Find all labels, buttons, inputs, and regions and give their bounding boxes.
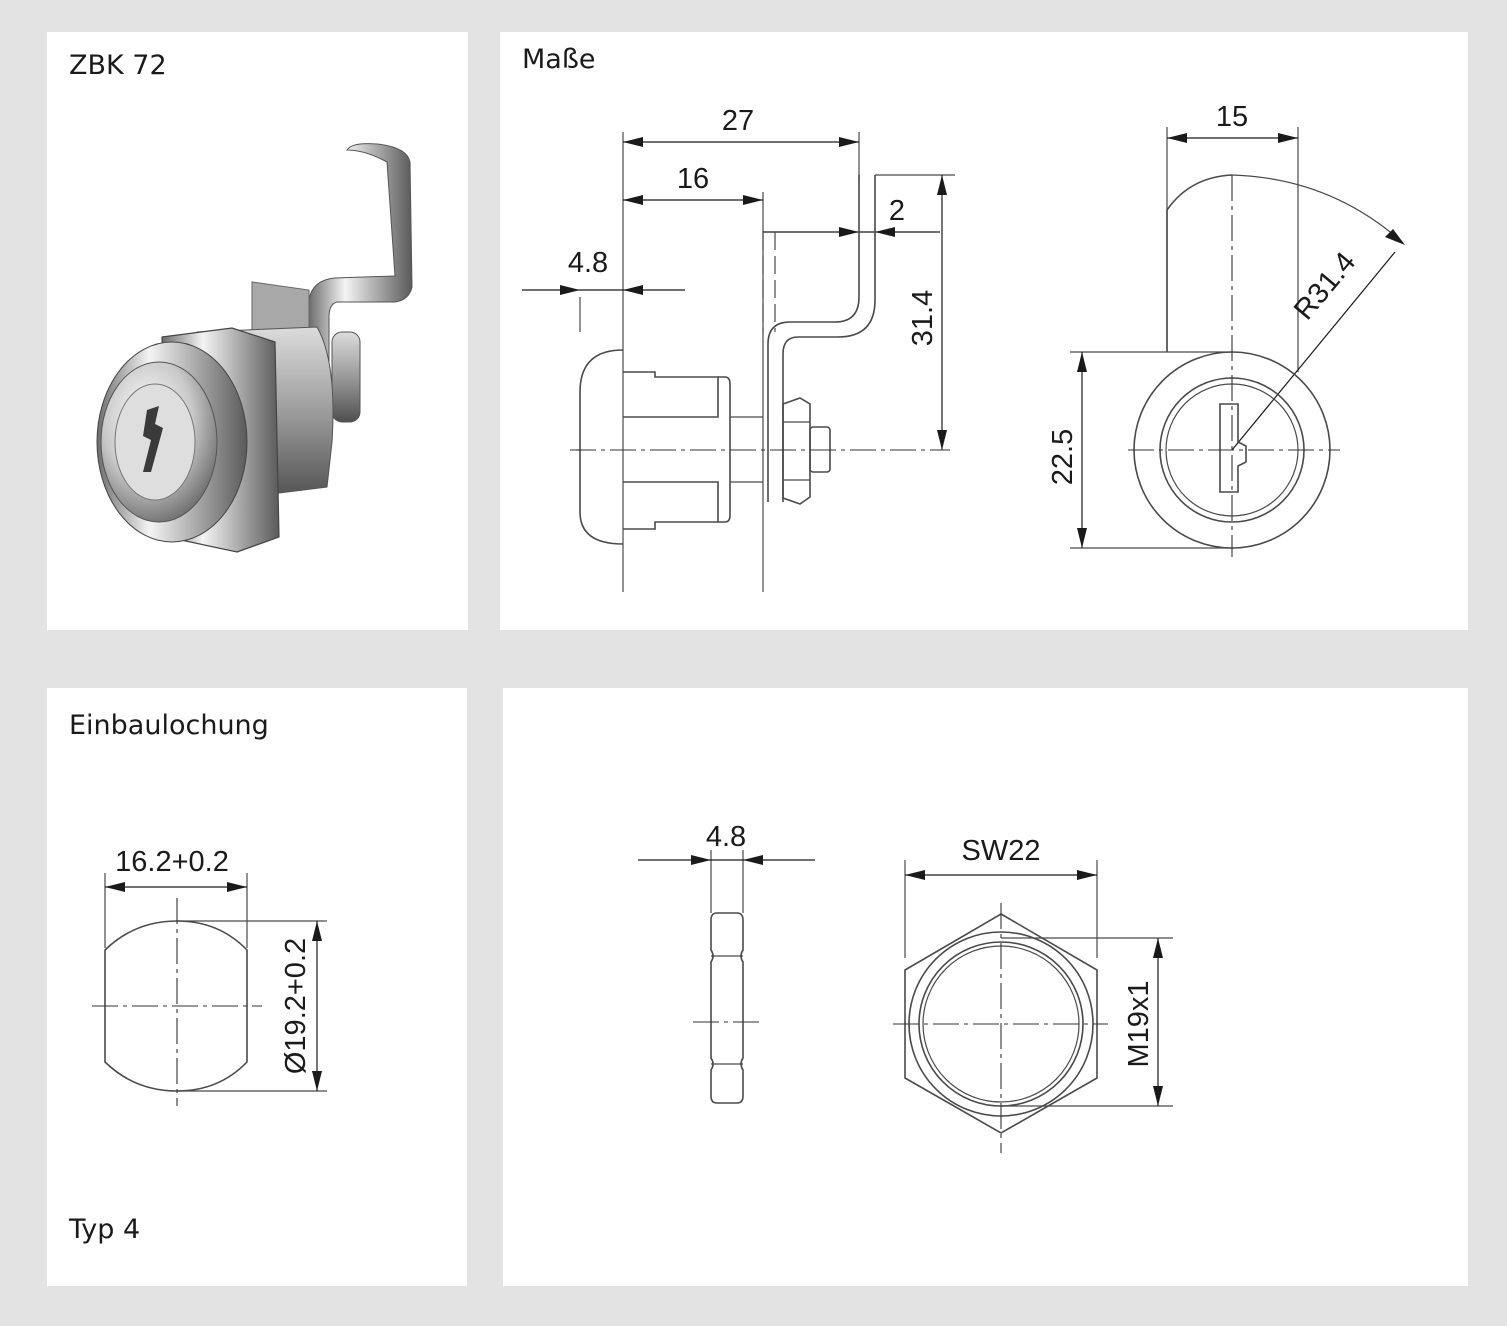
- product-title: ZBK 72: [69, 50, 167, 81]
- dim-sw22: SW22: [962, 835, 1041, 867]
- dim-2: 2: [889, 195, 905, 227]
- dim-16: 16: [677, 163, 709, 195]
- dim-r31-4: R31.4: [1288, 246, 1362, 326]
- product-panel: ZBK 72: [47, 32, 468, 630]
- cam-lock-illustration: [96, 143, 413, 553]
- dimensions-panel: Maße 27 16 2 4.8 31.4: [500, 32, 1468, 630]
- mounting-title: Einbaulochung: [69, 710, 269, 741]
- dim-diameter: Ø19.2+0.2: [280, 938, 312, 1074]
- dim-thickness: 4.8: [706, 821, 746, 853]
- mounting-hole-drawing: 16.2+0.2 Ø19.2+0.2: [92, 846, 327, 1106]
- dim-27: 27: [722, 105, 754, 137]
- side-view-drawing: 27 16 2 4.8 31.4: [522, 105, 955, 592]
- nut-front-drawing: SW22 M19x1: [893, 835, 1173, 1153]
- dim-15: 15: [1216, 101, 1248, 133]
- dim-thread: M19x1: [1123, 980, 1155, 1067]
- nut-panel: 4.8 SW22 M19x1: [503, 688, 1468, 1286]
- nut-side-drawing: 4.8: [638, 821, 815, 1104]
- type-label: Typ 4: [69, 1214, 141, 1245]
- front-view-drawing: 15 R31.4 22.5: [1047, 101, 1405, 557]
- dim-4-8: 4.8: [568, 247, 608, 279]
- dim-width: 16.2+0.2: [115, 846, 229, 878]
- dim-31-4: 31.4: [907, 290, 939, 346]
- mounting-panel: Einbaulochung 16.2+0.2 Ø19.2+0.2 Typ 4: [47, 688, 467, 1286]
- dimensions-title: Maße: [522, 44, 596, 75]
- dim-22-5: 22.5: [1047, 429, 1079, 485]
